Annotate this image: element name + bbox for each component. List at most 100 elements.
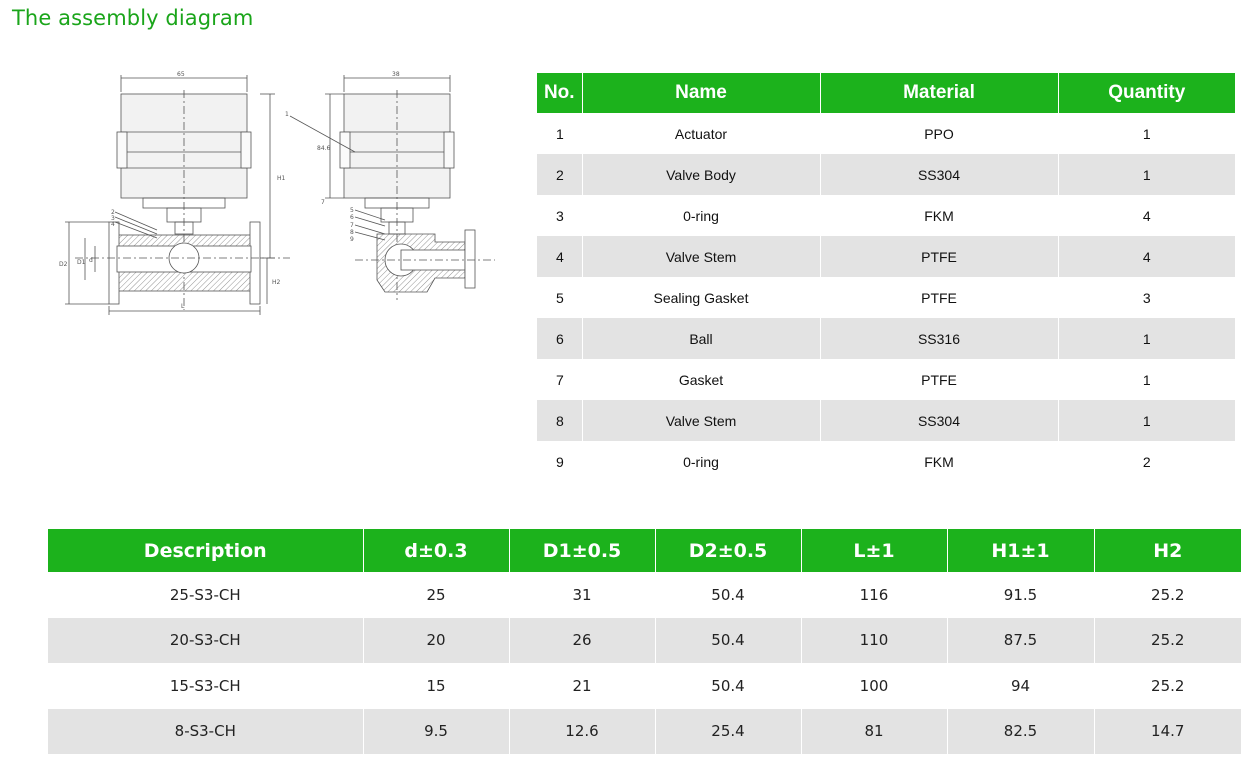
parts-row: 2 Valve Body SS304 1 <box>537 154 1235 195</box>
spec-header-h2: H2 <box>1093 529 1241 572</box>
assembly-drawing: 65 H1 D2 D1 d H2 L 38 84.6 7 2 3 4 1 5 6… <box>59 71 495 315</box>
dim-label-d: d <box>89 257 93 264</box>
spec-table: Description d±0.3 D1±0.5 D2±0.5 L±1 H1±1… <box>48 529 1241 754</box>
callout-number: 2 <box>111 209 115 216</box>
part-material: PTFE <box>819 277 1058 318</box>
spec-d2: 25.4 <box>654 708 801 754</box>
parts-row: 4 Valve Stem PTFE 4 <box>537 236 1235 277</box>
spec-h2: 14.7 <box>1093 708 1241 754</box>
spec-d: 25 <box>362 572 509 618</box>
spec-d1: 21 <box>508 663 655 709</box>
part-quantity: 3 <box>1057 277 1235 318</box>
spec-h2: 25.2 <box>1093 572 1241 618</box>
spec-description: 8-S3-CH <box>48 708 363 754</box>
part-material: PPO <box>819 113 1058 154</box>
part-material: SS316 <box>819 318 1058 359</box>
parts-row: 6 Ball SS316 1 <box>537 318 1235 359</box>
parts-header-row: No. Name Material Quantity <box>537 73 1235 113</box>
spec-h1: 87.5 <box>946 617 1094 663</box>
parts-row: 7 Gasket PTFE 1 <box>537 359 1235 400</box>
parts-row: 5 Sealing Gasket PTFE 3 <box>537 277 1235 318</box>
spec-l: 81 <box>800 708 947 754</box>
spec-header-h1: H1±1 <box>946 529 1094 572</box>
spec-d: 20 <box>362 617 509 663</box>
part-no: 5 <box>556 289 564 306</box>
dim-label-d2: D2 <box>59 261 68 268</box>
page-title: The assembly diagram <box>12 6 254 30</box>
callout-number: 4 <box>111 221 115 228</box>
part-name: Sealing Gasket <box>581 277 820 318</box>
part-material: SS304 <box>819 154 1058 195</box>
spec-d1: 12.6 <box>508 708 655 754</box>
part-name: Valve Stem <box>581 236 820 277</box>
spec-h2: 25.2 <box>1093 617 1241 663</box>
part-no: 6 <box>537 318 582 359</box>
part-material: SS304 <box>819 400 1058 441</box>
part-name: Gasket <box>581 359 820 400</box>
spec-description: 25-S3-CH <box>169 585 241 604</box>
spec-row: 25-S3-CH 25 31 50.4 116 91.5 25.2 <box>48 572 1241 618</box>
part-no: 3 <box>556 207 564 224</box>
spec-h1: 94 <box>946 663 1094 709</box>
part-material: PTFE <box>819 359 1058 400</box>
spec-description: 15-S3-CH <box>169 676 241 695</box>
spec-l: 110 <box>800 617 947 663</box>
dim-label-side-offset: 7 <box>321 199 325 206</box>
part-name: Actuator <box>581 113 820 154</box>
dim-label-d1: D1 <box>77 259 86 266</box>
spec-l: 100 <box>800 663 947 709</box>
spec-header-row: Description d±0.3 D1±0.5 D2±0.5 L±1 H1±1… <box>48 529 1241 572</box>
spec-header-d: d±0.3 <box>362 529 509 572</box>
spec-d: 15 <box>362 663 509 709</box>
parts-header-name: Name <box>581 73 820 113</box>
part-no: 4 <box>537 236 582 277</box>
part-name: Valve Body <box>581 154 820 195</box>
callout-number: 9 <box>350 236 354 243</box>
spec-h1: 91.5 <box>946 572 1094 618</box>
part-no: 8 <box>537 400 582 441</box>
spec-header-d2: D2±0.5 <box>654 529 801 572</box>
part-material: FKM <box>819 195 1058 236</box>
spec-header-description: Description <box>48 529 363 572</box>
dim-label-side-height: 84.6 <box>317 145 331 152</box>
parts-row: 9 0-ring FKM 2 <box>537 441 1235 482</box>
spec-l: 116 <box>800 572 947 618</box>
part-quantity: 1 <box>1057 400 1235 441</box>
spec-header-l: L±1 <box>800 529 947 572</box>
part-material: FKM <box>819 441 1058 482</box>
part-quantity: 1 <box>1057 318 1235 359</box>
dim-label-h2: H2 <box>272 279 281 286</box>
part-material: PTFE <box>819 236 1058 277</box>
spec-d1: 31 <box>508 572 655 618</box>
spec-h1: 82.5 <box>946 708 1094 754</box>
spec-h2: 25.2 <box>1093 663 1241 709</box>
part-no: 1 <box>556 125 564 142</box>
part-quantity: 4 <box>1057 236 1235 277</box>
part-quantity: 1 <box>1057 113 1235 154</box>
part-quantity: 4 <box>1057 195 1235 236</box>
spec-description: 20-S3-CH <box>48 617 363 663</box>
parts-table: No. Name Material Quantity 1 Actuator PP… <box>537 73 1235 482</box>
parts-header-quantity: Quantity <box>1057 73 1235 113</box>
callout-number: 6 <box>350 214 354 221</box>
spec-row: 8-S3-CH 9.5 12.6 25.4 81 82.5 14.7 <box>48 708 1241 754</box>
part-name: Ball <box>581 318 820 359</box>
spec-d: 9.5 <box>362 708 509 754</box>
dim-label-l: L <box>181 303 185 310</box>
parts-row: 1 Actuator PPO 1 <box>537 113 1235 154</box>
dim-label-side-width: 38 <box>392 71 400 78</box>
spec-d2: 50.4 <box>654 617 801 663</box>
parts-header-material: Material <box>819 73 1058 113</box>
part-no: 9 <box>556 453 564 470</box>
spec-row: 15-S3-CH 15 21 50.4 100 94 25.2 <box>48 663 1241 709</box>
spec-header-d1: D1±0.5 <box>508 529 655 572</box>
spec-d1: 26 <box>508 617 655 663</box>
spec-d2: 50.4 <box>654 572 801 618</box>
parts-row: 3 0-ring FKM 4 <box>537 195 1235 236</box>
spec-row: 20-S3-CH 20 26 50.4 110 87.5 25.2 <box>48 617 1241 663</box>
part-name: 0-ring <box>581 195 820 236</box>
part-no: 7 <box>556 371 564 388</box>
part-quantity: 1 <box>1057 154 1235 195</box>
callout-number: 7 <box>350 222 354 229</box>
part-name: Valve Stem <box>581 400 820 441</box>
